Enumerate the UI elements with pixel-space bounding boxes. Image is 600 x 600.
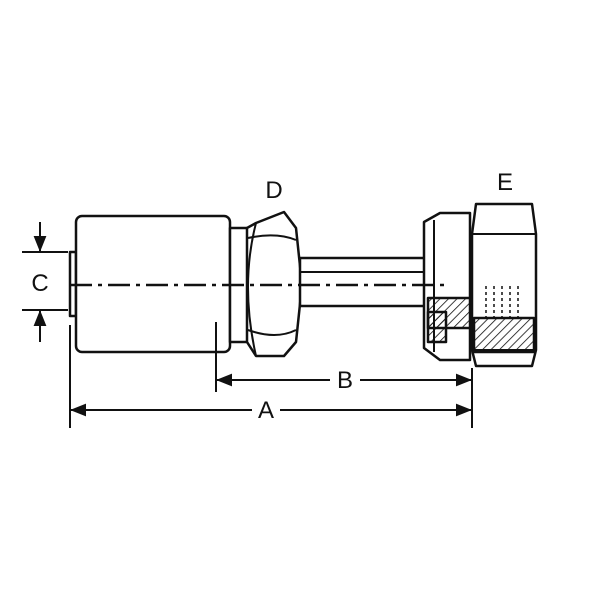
label-b: B — [337, 367, 353, 394]
tube — [298, 256, 430, 308]
swivel-nut-e — [470, 202, 538, 368]
label-e: E — [497, 169, 513, 196]
label-c: C — [31, 270, 48, 297]
fitting-body — [422, 211, 474, 362]
label-d: D — [265, 177, 282, 204]
label-a: A — [258, 397, 274, 424]
